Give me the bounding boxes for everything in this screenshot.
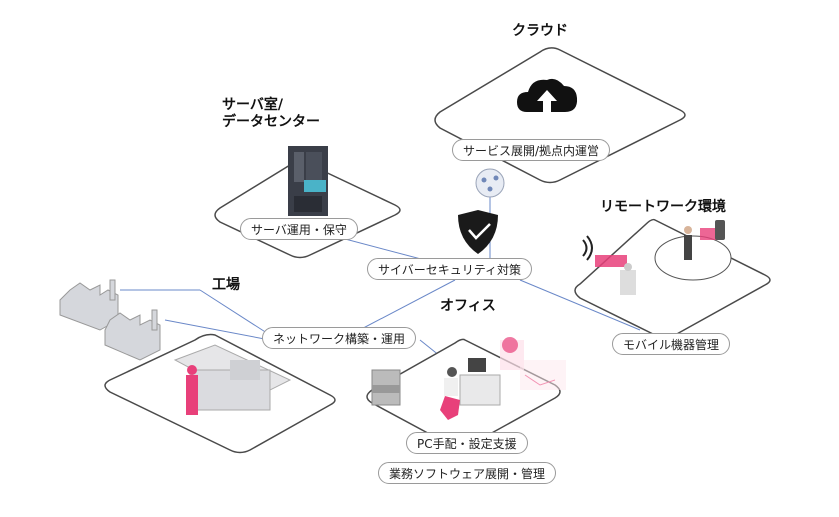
network-label: ネットワーク構築・運用 — [262, 327, 417, 349]
security-remote-line — [519, 279, 641, 331]
pc-setup-label: PC手配・設定支援 — [406, 432, 528, 454]
office-title: オフィス — [440, 298, 496, 314]
connection-lines — [120, 190, 641, 381]
remote-workers-icon — [582, 220, 725, 295]
office-desk-icon — [371, 337, 566, 420]
cloud-service-label: サービス展開/拠点内運営 — [452, 139, 611, 161]
server-room-title-line1: サーバ室/ — [222, 97, 283, 113]
factory-title: 工場 — [212, 277, 240, 293]
security-shield-icon — [458, 210, 498, 254]
security-network-line — [349, 279, 456, 336]
server-rack-icon — [288, 146, 328, 216]
factory-buildings-icon — [59, 279, 161, 361]
cloud-upload-icon — [517, 78, 578, 114]
server-room-title-line2: データセンター — [222, 114, 320, 130]
cloud-platform — [434, 47, 686, 184]
cyber-security-label: サイバーセキュリティ対策 — [367, 258, 533, 280]
server-maintenance-label: サーバ運用・保守 — [240, 218, 358, 240]
software-deploy-label: 業務ソフトウェア展開・管理 — [378, 462, 557, 484]
cloud-title: クラウド — [512, 23, 568, 39]
remote-work-platform — [574, 218, 771, 339]
network-node-icon — [475, 168, 505, 198]
remote-inner-circle — [654, 235, 732, 281]
factory-line-3 — [164, 319, 271, 341]
factory-line-2 — [199, 289, 271, 336]
mobile-device-label: モバイル機器管理 — [612, 333, 731, 355]
factory-machinery-icon — [173, 344, 292, 415]
remote-work-title: リモートワーク環境 — [600, 199, 726, 215]
